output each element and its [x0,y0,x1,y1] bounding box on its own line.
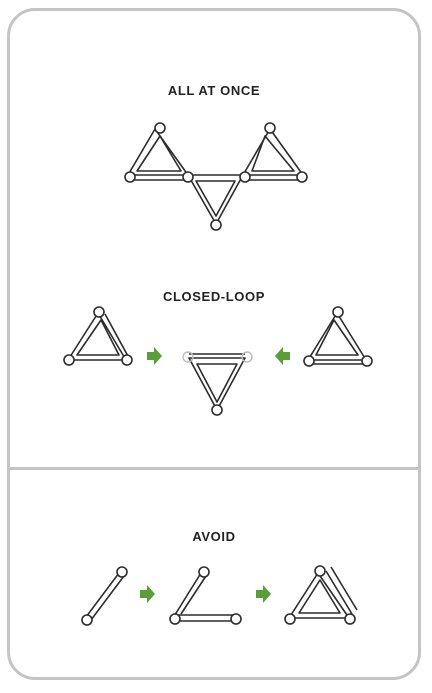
left-arrow-icon [275,347,290,365]
joint-node [121,354,133,366]
instruction-card: ALL AT ONCE CLOSED-LOOP AVOID [7,8,421,680]
joint-node [124,171,136,183]
joint-node [198,566,210,578]
joint-node [169,613,181,625]
joint-node [303,355,315,367]
joint-node [296,171,308,183]
rod-group [127,128,304,225]
figure-closed-loop-center [182,351,253,416]
joint-node [154,122,166,134]
ghost-node [182,351,194,363]
joint-node [210,219,222,231]
joint-node [81,614,93,626]
joint-node [230,613,242,625]
joint-node [93,306,105,318]
section-title-closed-loop: CLOSED-LOOP [163,289,265,304]
figure-closed-loop-right [303,306,373,367]
joint-node [211,404,223,416]
figure-avoid-step-1 [81,566,128,626]
right-arrow-icon [147,347,162,365]
right-arrow-icon [256,585,271,603]
figure-all-at-once [124,122,308,231]
joint-node [239,171,251,183]
section-title-all-at-once: ALL AT ONCE [167,83,261,98]
joint-node [332,306,344,318]
section-title-avoid: AVOID [192,529,236,544]
ghost-node [241,351,253,363]
figure-closed-loop-left [63,306,133,366]
right-arrow-icon [140,585,155,603]
section-divider [10,467,418,470]
joint-node [63,354,75,366]
joint-node [182,171,194,183]
joint-node [314,565,326,577]
figure-avoid-step-2 [169,566,242,625]
joint-node [264,122,276,134]
joint-node [116,566,128,578]
joint-node [284,613,296,625]
joint-node [344,613,356,625]
joint-node [361,355,373,367]
figure-avoid-step-3 [284,565,358,625]
